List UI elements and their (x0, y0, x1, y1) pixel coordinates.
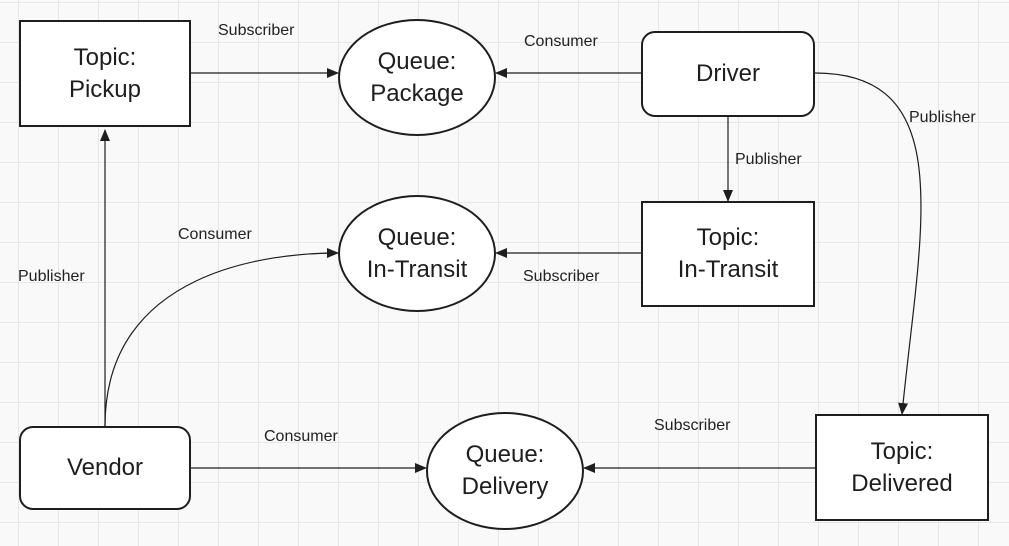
topic-pickup-node[interactable]: Topic: Pickup (19, 20, 191, 127)
queue-package-node[interactable]: Queue: Package (338, 19, 496, 136)
node-line-1: Topic: (870, 437, 934, 465)
topic-delivered-node[interactable]: Topic: Delivered (815, 414, 989, 521)
driver-node[interactable]: Driver (641, 31, 815, 117)
node-line-1: Queue: (377, 223, 457, 251)
edge-driver-to-delivered (814, 72, 922, 415)
node-label: Vendor (66, 454, 144, 481)
node-line-2: In-Transit (677, 256, 779, 283)
edge-label-vendor-to-delivery: Consumer (264, 428, 338, 445)
edge-label-driver-to-topic-in-transit: Publisher (735, 151, 802, 168)
node-line-2: Package (370, 79, 464, 107)
edge-label-vendor-to-queue-in-transit: Consumer (178, 226, 252, 243)
topic-in-transit-node[interactable]: Topic: In-Transit (641, 201, 815, 307)
queue-in-transit-node[interactable]: Queue: In-Transit (338, 195, 496, 312)
node-line-1: Queue: (377, 47, 457, 75)
queue-delivery-node[interactable]: Queue: Delivery (426, 412, 584, 530)
edge-label-topic-in-transit-to-queue: Subscriber (523, 268, 600, 285)
edge-label-driver-to-package: Consumer (524, 33, 598, 50)
node-line-1: Topic: (73, 43, 137, 71)
node-line-1: Topic: (696, 224, 760, 251)
edge-label-pickup-to-package: Subscriber (218, 22, 295, 39)
edge-vendor-to-queue-in-transit (104, 248, 339, 427)
vendor-node[interactable]: Vendor (19, 426, 191, 510)
edge-label-delivered-to-delivery: Subscriber (654, 417, 731, 434)
node-label: Driver (696, 60, 760, 87)
edge-label-vendor-to-pickup: Publisher (18, 268, 85, 285)
node-line-2: Pickup (68, 75, 142, 103)
node-line-1: Queue: (465, 441, 545, 468)
node-line-2: In-Transit (366, 255, 468, 283)
node-line-2: Delivered (851, 469, 953, 497)
node-line-2: Delivery (461, 473, 549, 500)
edge-label-driver-to-delivered: Publisher (909, 109, 976, 126)
